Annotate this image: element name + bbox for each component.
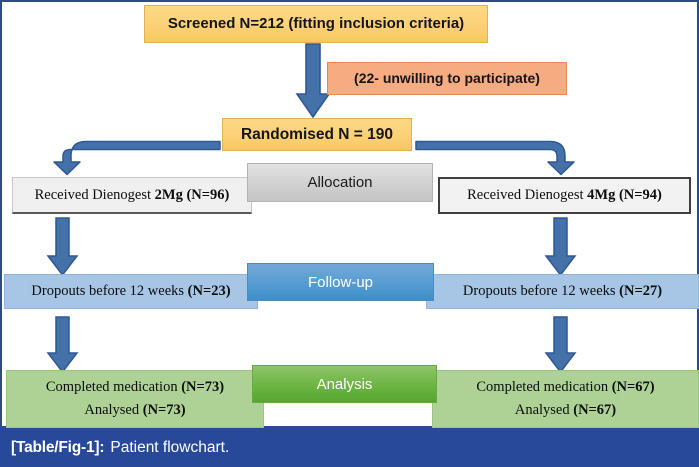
- node-allocation-left: Received Dienogest 2Mg (N=96): [12, 177, 252, 214]
- arrow-screened-to-randomised: [295, 43, 331, 119]
- node-randomised: Randomised N = 190: [222, 118, 412, 151]
- node-analysis-right-line2: Analysed (N=67): [514, 402, 617, 418]
- node-analysis-left-line1: Completed medication (N=73): [45, 379, 225, 396]
- node-screened: Screened N=212 (fitting inclusion criter…: [144, 5, 488, 43]
- band-followup-label: Follow-up: [307, 273, 374, 291]
- arrow-allocation-left-to-followup: [46, 217, 79, 277]
- node-analysis-left-line2: Analysed (N=73): [84, 402, 186, 418]
- band-followup: Follow-up: [247, 263, 434, 301]
- arrow-randomised-to-allocation-right: [415, 140, 575, 176]
- node-allocation-right-label: Received Dienogest 4Mg (N=94): [467, 187, 662, 204]
- node-analysis-left: Completed medication (N=73) Analysed (N=…: [6, 370, 264, 428]
- node-screened-label: Screened N=212 (fitting inclusion criter…: [167, 15, 465, 33]
- node-allocation-left-label: Received Dienogest 2Mg (N=96): [34, 186, 230, 203]
- node-analysis-right: Completed medication (N=67) Analysed (N=…: [432, 370, 699, 428]
- arrow-randomised-to-allocation-left: [53, 140, 221, 176]
- node-followup-right: Dropouts before 12 weeks (N=27): [426, 274, 699, 309]
- figure-caption-tag: [Table/Fig-1]:: [11, 438, 105, 456]
- figure-caption-bar: [Table/Fig-1]: Patient flowchart.: [0, 428, 699, 467]
- node-excluded-count: 22: [358, 70, 375, 87]
- node-followup-left-count: (N=23): [187, 283, 231, 300]
- band-analysis-label: Analysis: [316, 375, 373, 393]
- arrow-followup-right-to-analysis: [544, 316, 577, 374]
- node-followup-left: Dropouts before 12 weeks (N=23): [4, 274, 258, 309]
- band-analysis: Analysis: [252, 365, 437, 403]
- node-allocation-right-dose: 4Mg: [587, 187, 616, 204]
- node-allocation-left-dose: 2Mg: [154, 186, 183, 203]
- node-followup-right-label: Dropouts before 12 weeks (N=27): [462, 283, 663, 300]
- node-allocation-right: Received Dienogest 4Mg (N=94): [438, 177, 691, 214]
- node-followup-left-label: Dropouts before 12 weeks (N=23): [31, 283, 231, 300]
- band-allocation: Allocation: [247, 163, 433, 202]
- node-excluded: (22- unwilling to participate): [327, 62, 567, 95]
- figure-caption-text: Patient flowchart.: [110, 438, 230, 456]
- node-excluded-label: (22- unwilling to participate): [354, 70, 540, 87]
- arrow-allocation-right-to-followup: [544, 217, 577, 277]
- node-randomised-label: Randomised N = 190: [240, 125, 394, 143]
- node-analysis-right-line1: Completed medication (N=67): [476, 379, 655, 396]
- arrow-followup-left-to-analysis: [46, 316, 79, 374]
- figure-frame: Screened N=212 (fitting inclusion criter…: [0, 0, 699, 428]
- band-allocation-label: Allocation: [307, 174, 373, 191]
- node-followup-right-count: (N=27): [619, 283, 663, 300]
- node-screened-count: 212: [259, 15, 285, 33]
